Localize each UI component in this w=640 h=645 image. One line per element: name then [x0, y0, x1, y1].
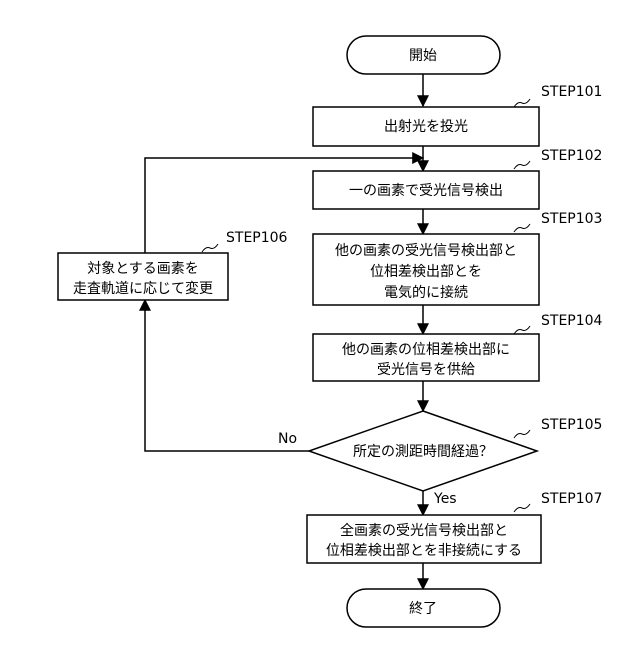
yes-label: Yes: [433, 491, 457, 507]
step106-text-line1: 対象とする画素を: [87, 261, 199, 277]
step101-label: STEP101: [514, 84, 602, 107]
step102-label: STEP102: [514, 148, 602, 169]
decision-step105: 所定の測距時間経過？: [309, 411, 537, 491]
step107-text-line1: 全画素の受光信号検出部と: [340, 522, 508, 539]
step103-text-line2: 位相差検出部とを: [370, 264, 482, 280]
step101-text: 出射光を投光: [384, 119, 468, 135]
process-step102: 一の画素で受光信号検出: [313, 171, 539, 209]
process-step101: 出射光を投光: [313, 107, 539, 146]
svg-text:STEP102: STEP102: [541, 148, 602, 164]
end-terminal: 終了: [347, 589, 500, 627]
step106-label: STEP106: [202, 230, 288, 252]
start-terminal: 開始: [347, 36, 500, 74]
process-step106: 対象とする画素を 走査軌道に応じて変更: [58, 253, 228, 300]
svg-text:STEP105: STEP105: [541, 417, 602, 433]
svg-text:STEP103: STEP103: [541, 211, 602, 227]
step104-text-line1: 他の画素の位相差検出部に: [342, 342, 510, 358]
step103-text-line3: 電気的に接続: [384, 284, 468, 301]
start-text: 開始: [409, 48, 437, 64]
step102-text: 一の画素で受光信号検出: [349, 183, 503, 199]
step107-label: STEP107: [514, 491, 602, 512]
svg-text:STEP106: STEP106: [226, 230, 288, 246]
end-text: 終了: [409, 601, 437, 617]
step103-text-line1: 他の画素の受光信号検出部と: [335, 243, 517, 259]
svg-text:STEP107: STEP107: [541, 491, 602, 507]
arrow-no-branch: [145, 300, 309, 451]
process-step103: 他の画素の受光信号検出部と 位相差検出部とを 電気的に接続: [313, 234, 539, 305]
step106-text-line2: 走査軌道に応じて変更: [73, 280, 213, 297]
step105-text: 所定の測距時間経過？: [353, 444, 493, 460]
svg-text:STEP104: STEP104: [541, 313, 603, 329]
process-step107: 全画素の受光信号検出部と 位相差検出部とを非接続にする: [307, 515, 541, 563]
step104-text-line2: 受光信号を供給: [377, 362, 475, 378]
process-step104: 他の画素の位相差検出部に 受光信号を供給: [313, 334, 539, 381]
svg-text:STEP101: STEP101: [541, 84, 602, 100]
step107-text-line2: 位相差検出部とを非接続にする: [326, 542, 522, 559]
step103-label: STEP103: [514, 211, 602, 232]
step105-label: STEP105: [514, 417, 602, 438]
no-label: No: [278, 431, 297, 447]
step104-label: STEP104: [514, 313, 603, 334]
